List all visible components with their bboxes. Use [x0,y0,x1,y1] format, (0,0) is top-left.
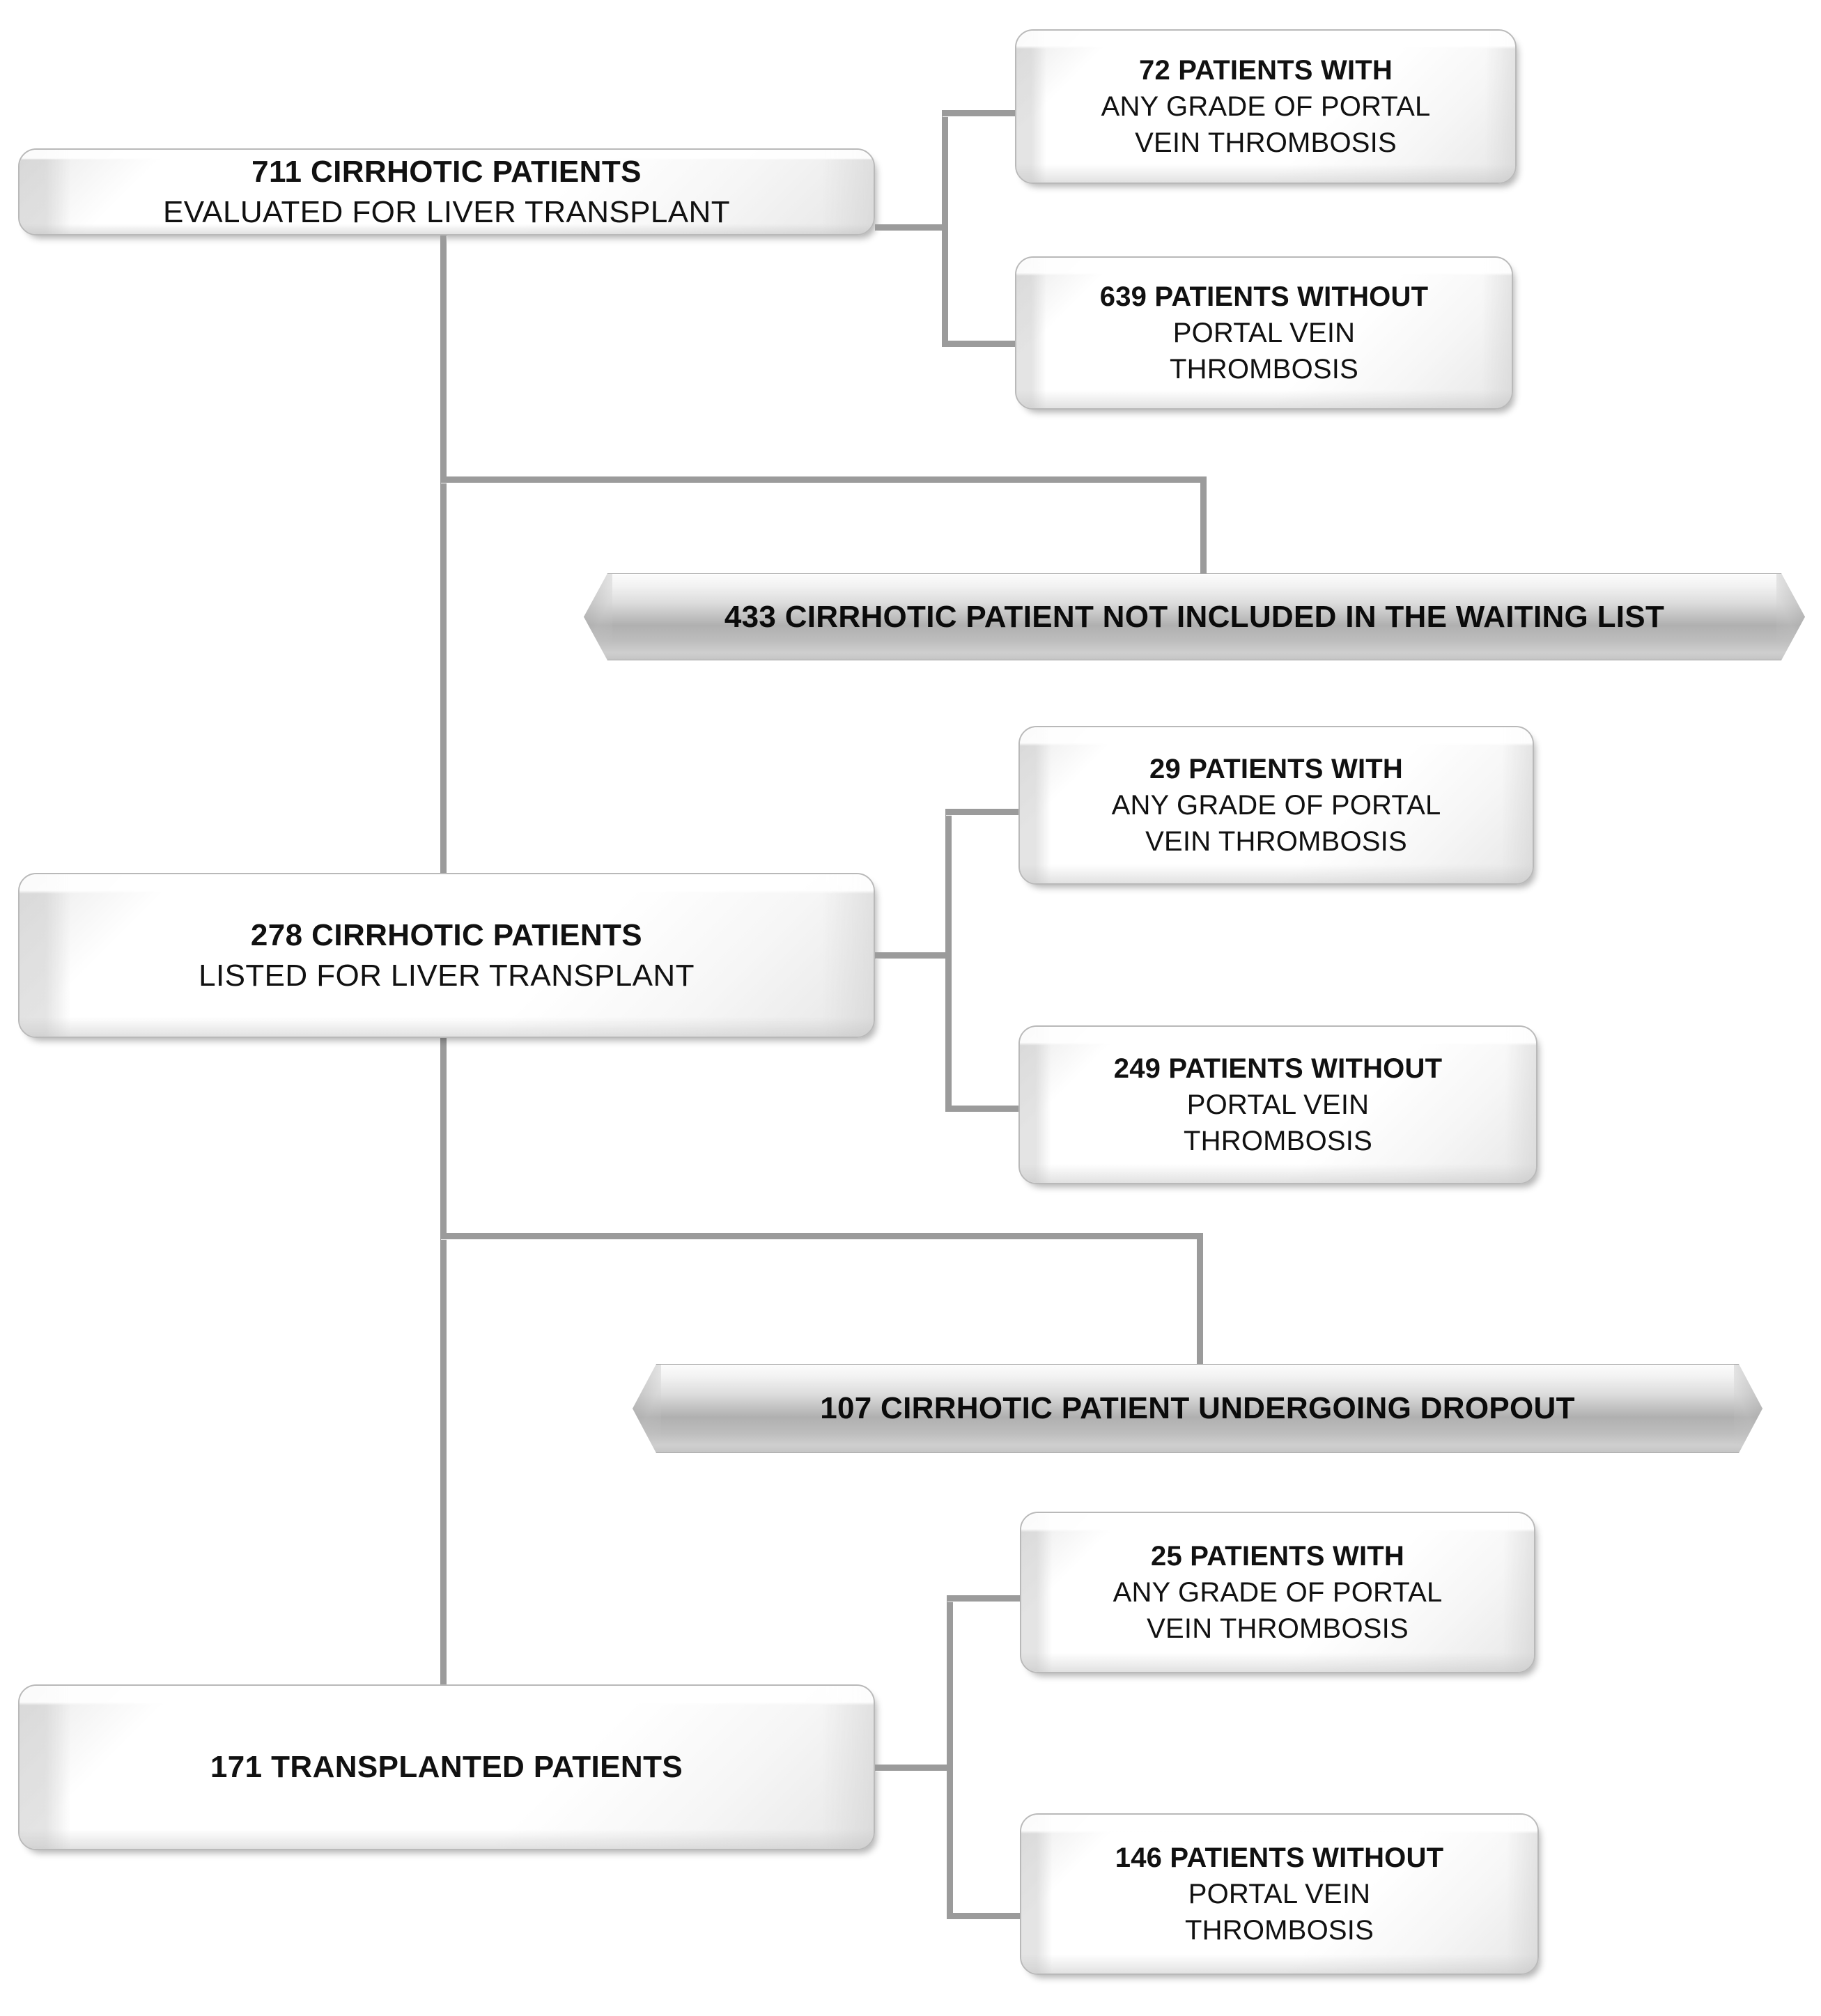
node-line: 146 PATIENTS WITHOUT [1115,1843,1444,1873]
connector-bracket-to-639 [942,341,1018,347]
node-line: LISTED FOR LIVER TRANSPLANT [199,958,695,993]
connector-171-to-bracket [875,1765,953,1771]
node-line: VEIN THROMBOSIS [1135,127,1397,158]
node-line: EVALUATED FOR LIVER TRANSPLANT [163,194,730,229]
node-line: THROMBOSIS [1185,1915,1374,1946]
node-25-patients-with-pvt[interactable]: 25 PATIENTS WITH ANY GRADE OF PORTAL VEI… [1020,1512,1535,1673]
node-line: ANY GRADE OF PORTAL [1111,790,1441,821]
connector-bracket-to-29 [945,809,1022,815]
node-line: THROMBOSIS [1170,354,1358,385]
node-line: 249 PATIENTS WITHOUT [1113,1053,1443,1084]
banner-433-not-included-in-waiting-list[interactable]: 433 CIRRHOTIC PATIENT NOT INCLUDED IN TH… [584,573,1805,660]
banner-right-bevel [1734,1365,1762,1452]
node-639-patients-without-pvt[interactable]: 639 PATIENTS WITHOUT PORTAL VEIN THROMBO… [1015,256,1513,410]
connector-bracket-to-249 [945,1106,1022,1112]
node-line: 25 PATIENTS WITH [1151,1541,1404,1572]
connector-trunk-to-433 [440,476,1207,483]
connector-bracket-spine-mid [945,809,952,1112]
node-line: 711 CIRRHOTIC PATIENTS [251,155,642,189]
node-line: 278 CIRRHOTIC PATIENTS [250,918,643,953]
node-line: PORTAL VEIN [1186,1090,1370,1120]
node-line: PORTAL VEIN [1188,1879,1371,1909]
connector-bracket-spine-top [942,110,948,347]
banner-right-bevel [1776,574,1804,660]
node-line: ANY GRADE OF PORTAL [1101,91,1431,122]
node-278-cirrhotic-patients-listed[interactable]: 278 CIRRHOTIC PATIENTS LISTED FOR LIVER … [18,873,875,1038]
node-72-patients-with-pvt[interactable]: 72 PATIENTS WITH ANY GRADE OF PORTAL VEI… [1015,29,1517,184]
node-171-transplanted-patients[interactable]: 171 TRANSPLANTED PATIENTS [18,1684,875,1850]
node-line: 29 PATIENTS WITH [1149,754,1403,784]
node-line: VEIN THROMBOSIS [1145,826,1407,857]
banner-left-bevel [584,574,612,660]
connector-trunk-to-107 [440,1233,1203,1239]
node-line: 171 TRANSPLANTED PATIENTS [210,1750,683,1785]
node-line: VEIN THROMBOSIS [1147,1613,1409,1644]
node-line: 639 PATIENTS WITHOUT [1099,281,1429,312]
connector-bracket-to-25 [947,1595,1023,1602]
connector-bracket-to-146 [947,1913,1023,1919]
connector-433-drop [1200,476,1207,580]
node-line: 72 PATIENTS WITH [1139,55,1393,86]
banner-left-bevel [633,1365,661,1452]
connector-bracket-to-72 [942,110,1018,116]
banner-label: 107 CIRRHOTIC PATIENT UNDERGOING DROPOUT [820,1391,1575,1425]
node-line: THROMBOSIS [1184,1126,1372,1156]
node-249-patients-without-pvt[interactable]: 249 PATIENTS WITHOUT PORTAL VEIN THROMBO… [1018,1025,1537,1184]
node-line: PORTAL VEIN [1172,318,1356,348]
banner-107-undergoing-dropout[interactable]: 107 CIRRHOTIC PATIENT UNDERGOING DROPOUT [633,1364,1762,1453]
node-29-patients-with-pvt[interactable]: 29 PATIENTS WITH ANY GRADE OF PORTAL VEI… [1018,726,1534,885]
node-146-patients-without-pvt[interactable]: 146 PATIENTS WITHOUT PORTAL VEIN THROMBO… [1020,1813,1539,1975]
connector-711-to-bracket [875,224,948,231]
connector-bracket-spine-bottom [947,1595,953,1919]
node-711-cirrhotic-patients-evaluated[interactable]: 711 CIRRHOTIC PATIENTS EVALUATED FOR LIV… [18,148,875,235]
node-line: ANY GRADE OF PORTAL [1113,1577,1443,1608]
connector-278-to-bracket [875,952,952,959]
banner-label: 433 CIRRHOTIC PATIENT NOT INCLUDED IN TH… [724,599,1665,634]
connector-107-drop [1197,1233,1203,1369]
